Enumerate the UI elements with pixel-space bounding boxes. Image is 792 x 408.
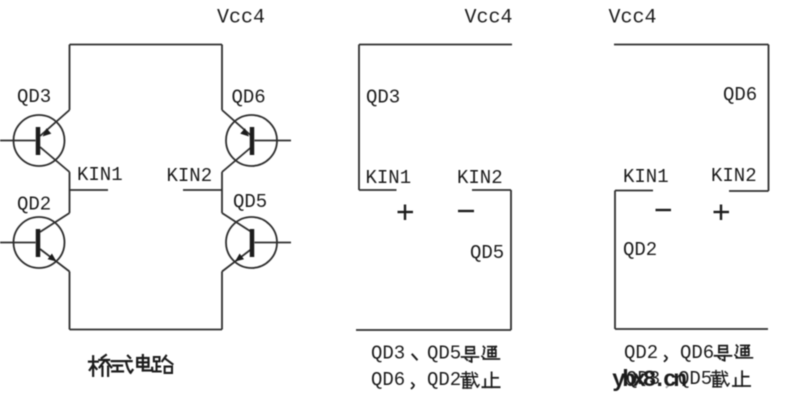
svg-text:KIN2: KIN2: [457, 167, 503, 189]
svg-text:QD6: QD6: [371, 369, 405, 391]
svg-text:QD5: QD5: [427, 343, 461, 365]
svg-text:QD6: QD6: [232, 87, 266, 109]
svg-text:Vcc4: Vcc4: [217, 7, 265, 30]
svg-text:QD2: QD2: [624, 342, 658, 364]
svg-text:QD6: QD6: [723, 84, 757, 106]
svg-text:QD3: QD3: [371, 343, 405, 365]
svg-text:QD3: QD3: [626, 368, 660, 390]
svg-text:KIN1: KIN1: [623, 166, 669, 188]
svg-text:QD5: QD5: [678, 368, 712, 390]
svg-text:QD3: QD3: [17, 86, 51, 108]
svg-text:QD5: QD5: [470, 242, 504, 264]
svg-text:KIN2: KIN2: [167, 165, 213, 187]
svg-text:QD3: QD3: [366, 87, 400, 109]
svg-text:QD5: QD5: [233, 191, 267, 213]
svg-text:KIN1: KIN1: [366, 167, 412, 189]
svg-text:ybx8.cn: ybx8.cn: [612, 367, 686, 393]
svg-text:Vcc4: Vcc4: [465, 7, 513, 30]
svg-text:QD2: QD2: [623, 239, 657, 261]
svg-text:KIN2: KIN2: [711, 165, 757, 187]
svg-text:QD2: QD2: [17, 194, 51, 216]
svg-text:QD6: QD6: [680, 342, 714, 364]
svg-text:QD2: QD2: [427, 369, 461, 391]
svg-text:Vcc4: Vcc4: [609, 7, 657, 30]
svg-text:KIN1: KIN1: [77, 164, 123, 186]
